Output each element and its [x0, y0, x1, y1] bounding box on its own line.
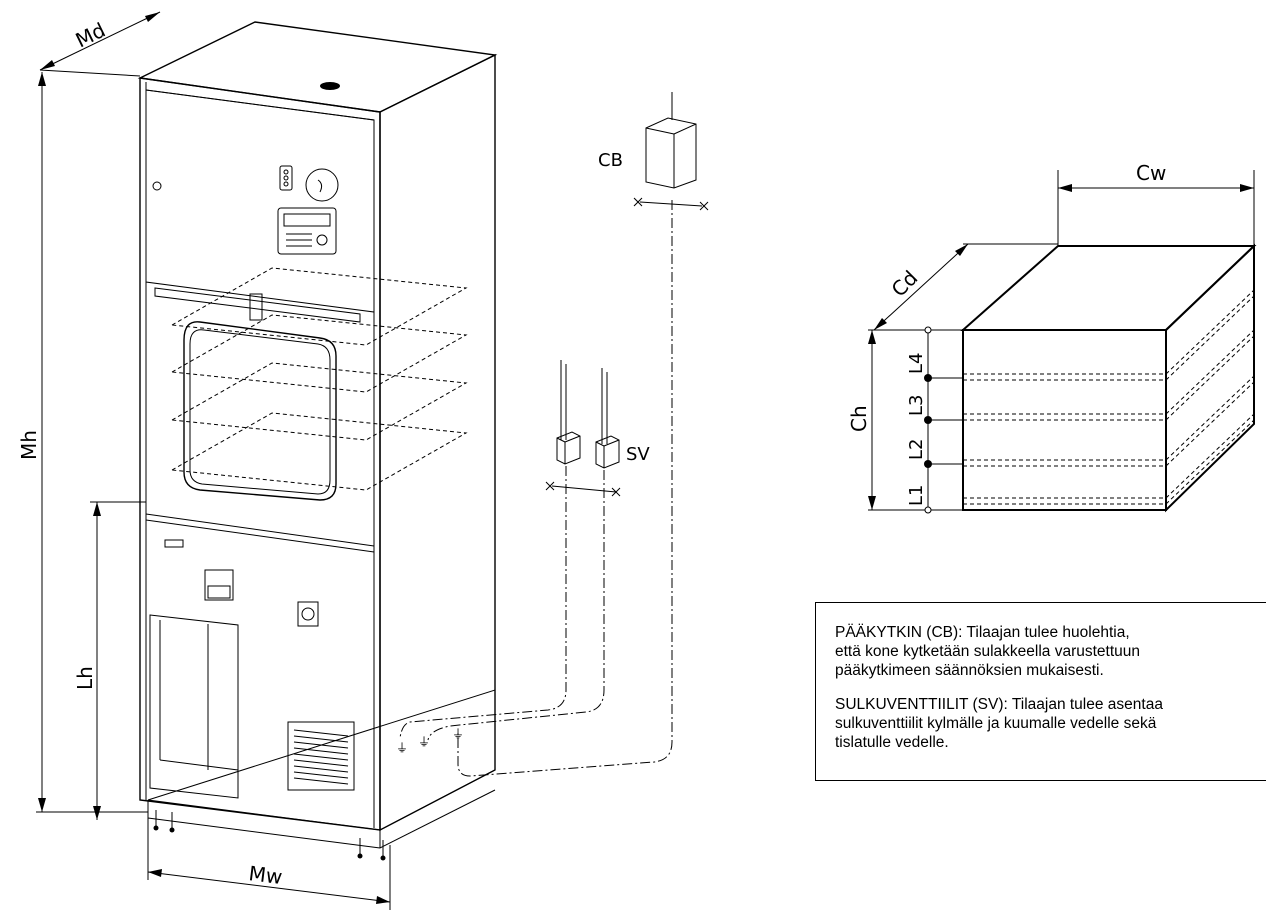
connection-lines: ⏚ ⏚ ⏚ — [396, 200, 673, 777]
control-panel — [145, 89, 375, 313]
note-main-switch: PÄÄKYTKIN (CB): Tilaajan tulee huolehtia… — [835, 624, 1141, 679]
dimension-mw: Mw — [147, 818, 391, 910]
label-cw: Cw — [1136, 161, 1166, 185]
door-window — [183, 321, 337, 501]
note-shutoff-valves: SULKUVENTTIILIT (SV): Tilaajan tulee ase… — [835, 696, 1163, 751]
label-l3: L3 — [906, 395, 927, 416]
svg-text:⏚: ⏚ — [452, 727, 464, 741]
installation-notes: PÄÄKYTKIN (CB): Tilaajan tulee huolehtia… — [815, 602, 1266, 781]
label-mw: Mw — [247, 861, 283, 889]
svg-text:⏚: ⏚ — [396, 741, 408, 755]
dimension-mh: Mh — [17, 72, 148, 813]
dimension-lh: Lh — [73, 501, 146, 820]
label-mh: Mh — [17, 430, 41, 460]
door-handle — [154, 287, 361, 323]
service-switch — [204, 569, 234, 601]
adjustable-feet — [153, 810, 386, 861]
svg-text:⏚: ⏚ — [418, 735, 430, 749]
label-sv: SV — [626, 444, 650, 465]
dimension-md: Md — [39, 11, 161, 77]
washer-disinfector-machine — [137, 21, 498, 861]
vent-grille — [287, 721, 355, 791]
label-l4: L4 — [906, 353, 927, 374]
display-keypad — [277, 207, 337, 255]
label-l2: L2 — [906, 439, 927, 460]
chamber-diagram: Cw Cd Ch L4 L3 L2 L1 — [847, 161, 1257, 514]
indicator-lights — [279, 165, 293, 191]
label-md: Md — [72, 18, 109, 53]
label-cd: Cd — [887, 266, 923, 302]
main-switch-cb: CB — [598, 92, 709, 211]
key-lock — [152, 181, 162, 191]
label-cb: CB — [598, 150, 623, 171]
main-isolator — [297, 601, 319, 627]
top-port — [320, 82, 340, 90]
label-lh: Lh — [73, 666, 97, 690]
load-racks — [170, 267, 468, 491]
main-dial — [305, 168, 339, 202]
label-l1: L1 — [906, 485, 927, 506]
shutoff-valves-sv: SV — [545, 360, 650, 497]
label-ch: Ch — [847, 405, 871, 432]
